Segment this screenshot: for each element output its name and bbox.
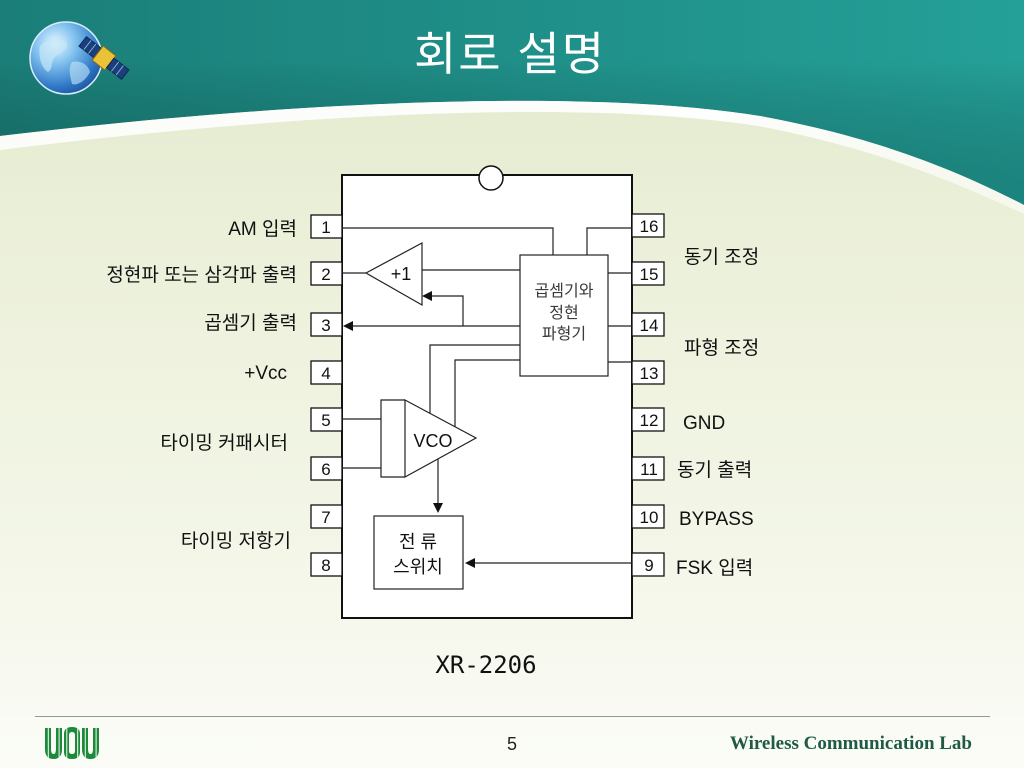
- pin-number: 8: [321, 556, 330, 575]
- buffer-label: +1: [391, 264, 412, 284]
- lab-name: Wireless Communication Lab: [729, 733, 972, 754]
- label-timing-resistor: 타이밍 저항기: [181, 530, 291, 552]
- label-timing-capacitor: 타이밍 커패시터: [160, 432, 288, 454]
- buffer-amplifier: +1: [364, 241, 423, 307]
- pin-13: 13: [631, 360, 665, 385]
- label-waveform-adjust: 파형 조정: [684, 337, 759, 359]
- pin-1: 1: [310, 214, 343, 239]
- ic-notch: [478, 165, 504, 191]
- pin-number: 4: [321, 364, 330, 383]
- pin-4: 4: [310, 360, 343, 385]
- pin-number: 5: [321, 411, 330, 430]
- vco-label: VCO: [413, 431, 452, 451]
- page-number: 5: [506, 734, 517, 754]
- pin-9: 9: [631, 552, 665, 577]
- slide-title: 회로 설명: [413, 28, 607, 80]
- label-bypass: BYPASS: [679, 509, 754, 530]
- pin-number: 11: [640, 460, 658, 479]
- pin-number: 7: [321, 508, 330, 527]
- multiplier-label-line2: 정현: [549, 304, 578, 322]
- vco-block: VCO: [380, 398, 478, 479]
- pin-number: 2: [321, 265, 330, 284]
- label-sync-adjust: 동기 조정: [684, 246, 759, 268]
- wire-feedback: [431, 295, 464, 326]
- multiplier-label-line3: 파형기: [542, 325, 586, 343]
- pin-6: 6: [310, 456, 343, 481]
- current-switch-block: 전 류 스위치: [373, 515, 464, 590]
- pin-number: 12: [640, 411, 659, 430]
- pin-16: 16: [631, 213, 665, 238]
- label-sync-output: 동기 출력: [677, 459, 752, 481]
- multiplier-label-line1: 곱셈기와: [535, 282, 594, 300]
- label-am-input: AM 입력: [228, 218, 297, 240]
- ic-body: [341, 174, 633, 619]
- pin-number: 14: [640, 316, 659, 335]
- pin-number: 9: [644, 556, 653, 575]
- arrowhead-pin9: [465, 558, 475, 568]
- footer-divider: [35, 716, 990, 717]
- pin-12: 12: [631, 407, 665, 432]
- label-vcc: +Vcc: [244, 363, 287, 384]
- wire-pin16-multiplier: [586, 227, 632, 255]
- label-gnd: GND: [683, 413, 725, 434]
- wire-vco-multiplier-2: [454, 359, 520, 427]
- pin-number: 3: [321, 316, 330, 335]
- arrowhead-feedback: [422, 291, 432, 301]
- pin-5: 5: [310, 407, 343, 432]
- label-sine-triangle-output: 정현파 또는 삼각파 출력: [106, 264, 297, 286]
- switch-label-line1: 전 류: [399, 532, 437, 552]
- multiplier-sine-shaper-block: 곱셈기와 정현 파형기: [519, 254, 609, 377]
- pin-number: 10: [640, 508, 659, 527]
- pin-15: 15: [631, 261, 665, 286]
- switch-label-line2: 스위치: [393, 557, 443, 577]
- label-fsk-input: FSK 입력: [676, 557, 753, 579]
- globe-satellite-icon: [29, 21, 130, 95]
- arrowhead-switch: [433, 503, 443, 513]
- pin-3: 3: [310, 312, 343, 337]
- uou-logo: [45, 726, 99, 760]
- header-teal-shape: [0, 0, 1024, 205]
- chip-name: XR-2206: [435, 651, 536, 679]
- header-teal-shade: [0, 60, 1024, 205]
- wire-vco-multiplier-1: [429, 344, 520, 413]
- pin-8: 8: [310, 552, 343, 577]
- pin-number: 6: [321, 460, 330, 479]
- arrowhead-pin3: [343, 321, 353, 331]
- pin-number: 1: [321, 218, 330, 237]
- pin-number: 15: [640, 265, 659, 284]
- pin-7: 7: [310, 504, 343, 529]
- pin-11: 11: [631, 456, 665, 481]
- pin-number: 16: [640, 217, 659, 236]
- label-multiplier-output: 곱셈기 출력: [204, 312, 297, 334]
- pin-10: 10: [631, 504, 665, 529]
- pin-2: 2: [310, 261, 343, 286]
- pin-14: 14: [631, 312, 665, 337]
- pin-number: 13: [640, 364, 659, 383]
- wire-pin1-multiplier: [342, 227, 554, 255]
